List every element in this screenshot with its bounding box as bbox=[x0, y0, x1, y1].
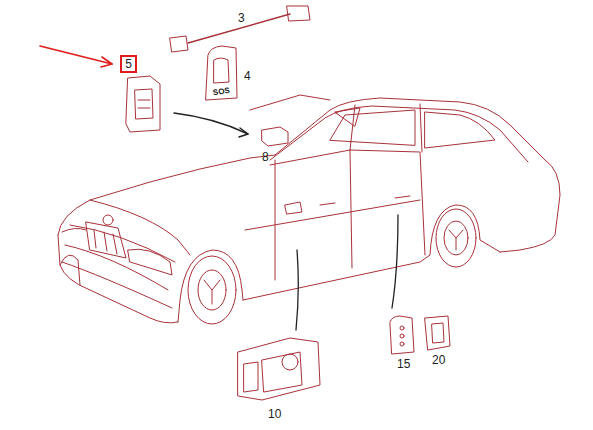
leader-line bbox=[296, 250, 298, 330]
module-part bbox=[262, 127, 288, 146]
callout-number: 10 bbox=[268, 408, 281, 420]
callout-number: 8 bbox=[262, 151, 269, 163]
switch-part bbox=[126, 76, 248, 137]
callout-number: 5 bbox=[122, 58, 135, 70]
cable-part bbox=[170, 6, 310, 52]
sos-button bbox=[206, 46, 237, 100]
leader-line bbox=[392, 215, 398, 308]
door-module-part bbox=[238, 338, 320, 400]
button-text: SOS bbox=[213, 87, 231, 97]
window-switch-part bbox=[390, 316, 414, 354]
callout-number: 3 bbox=[238, 12, 245, 24]
callout-number: 15 bbox=[397, 358, 410, 370]
highlight-box: 5 bbox=[120, 55, 137, 73]
switch-part bbox=[425, 316, 450, 350]
pointer-arrow bbox=[40, 46, 112, 67]
callout-number: 4 bbox=[244, 70, 251, 82]
sos-button bbox=[214, 58, 229, 83]
car-body bbox=[58, 95, 560, 324]
callout-number: 20 bbox=[432, 354, 445, 366]
